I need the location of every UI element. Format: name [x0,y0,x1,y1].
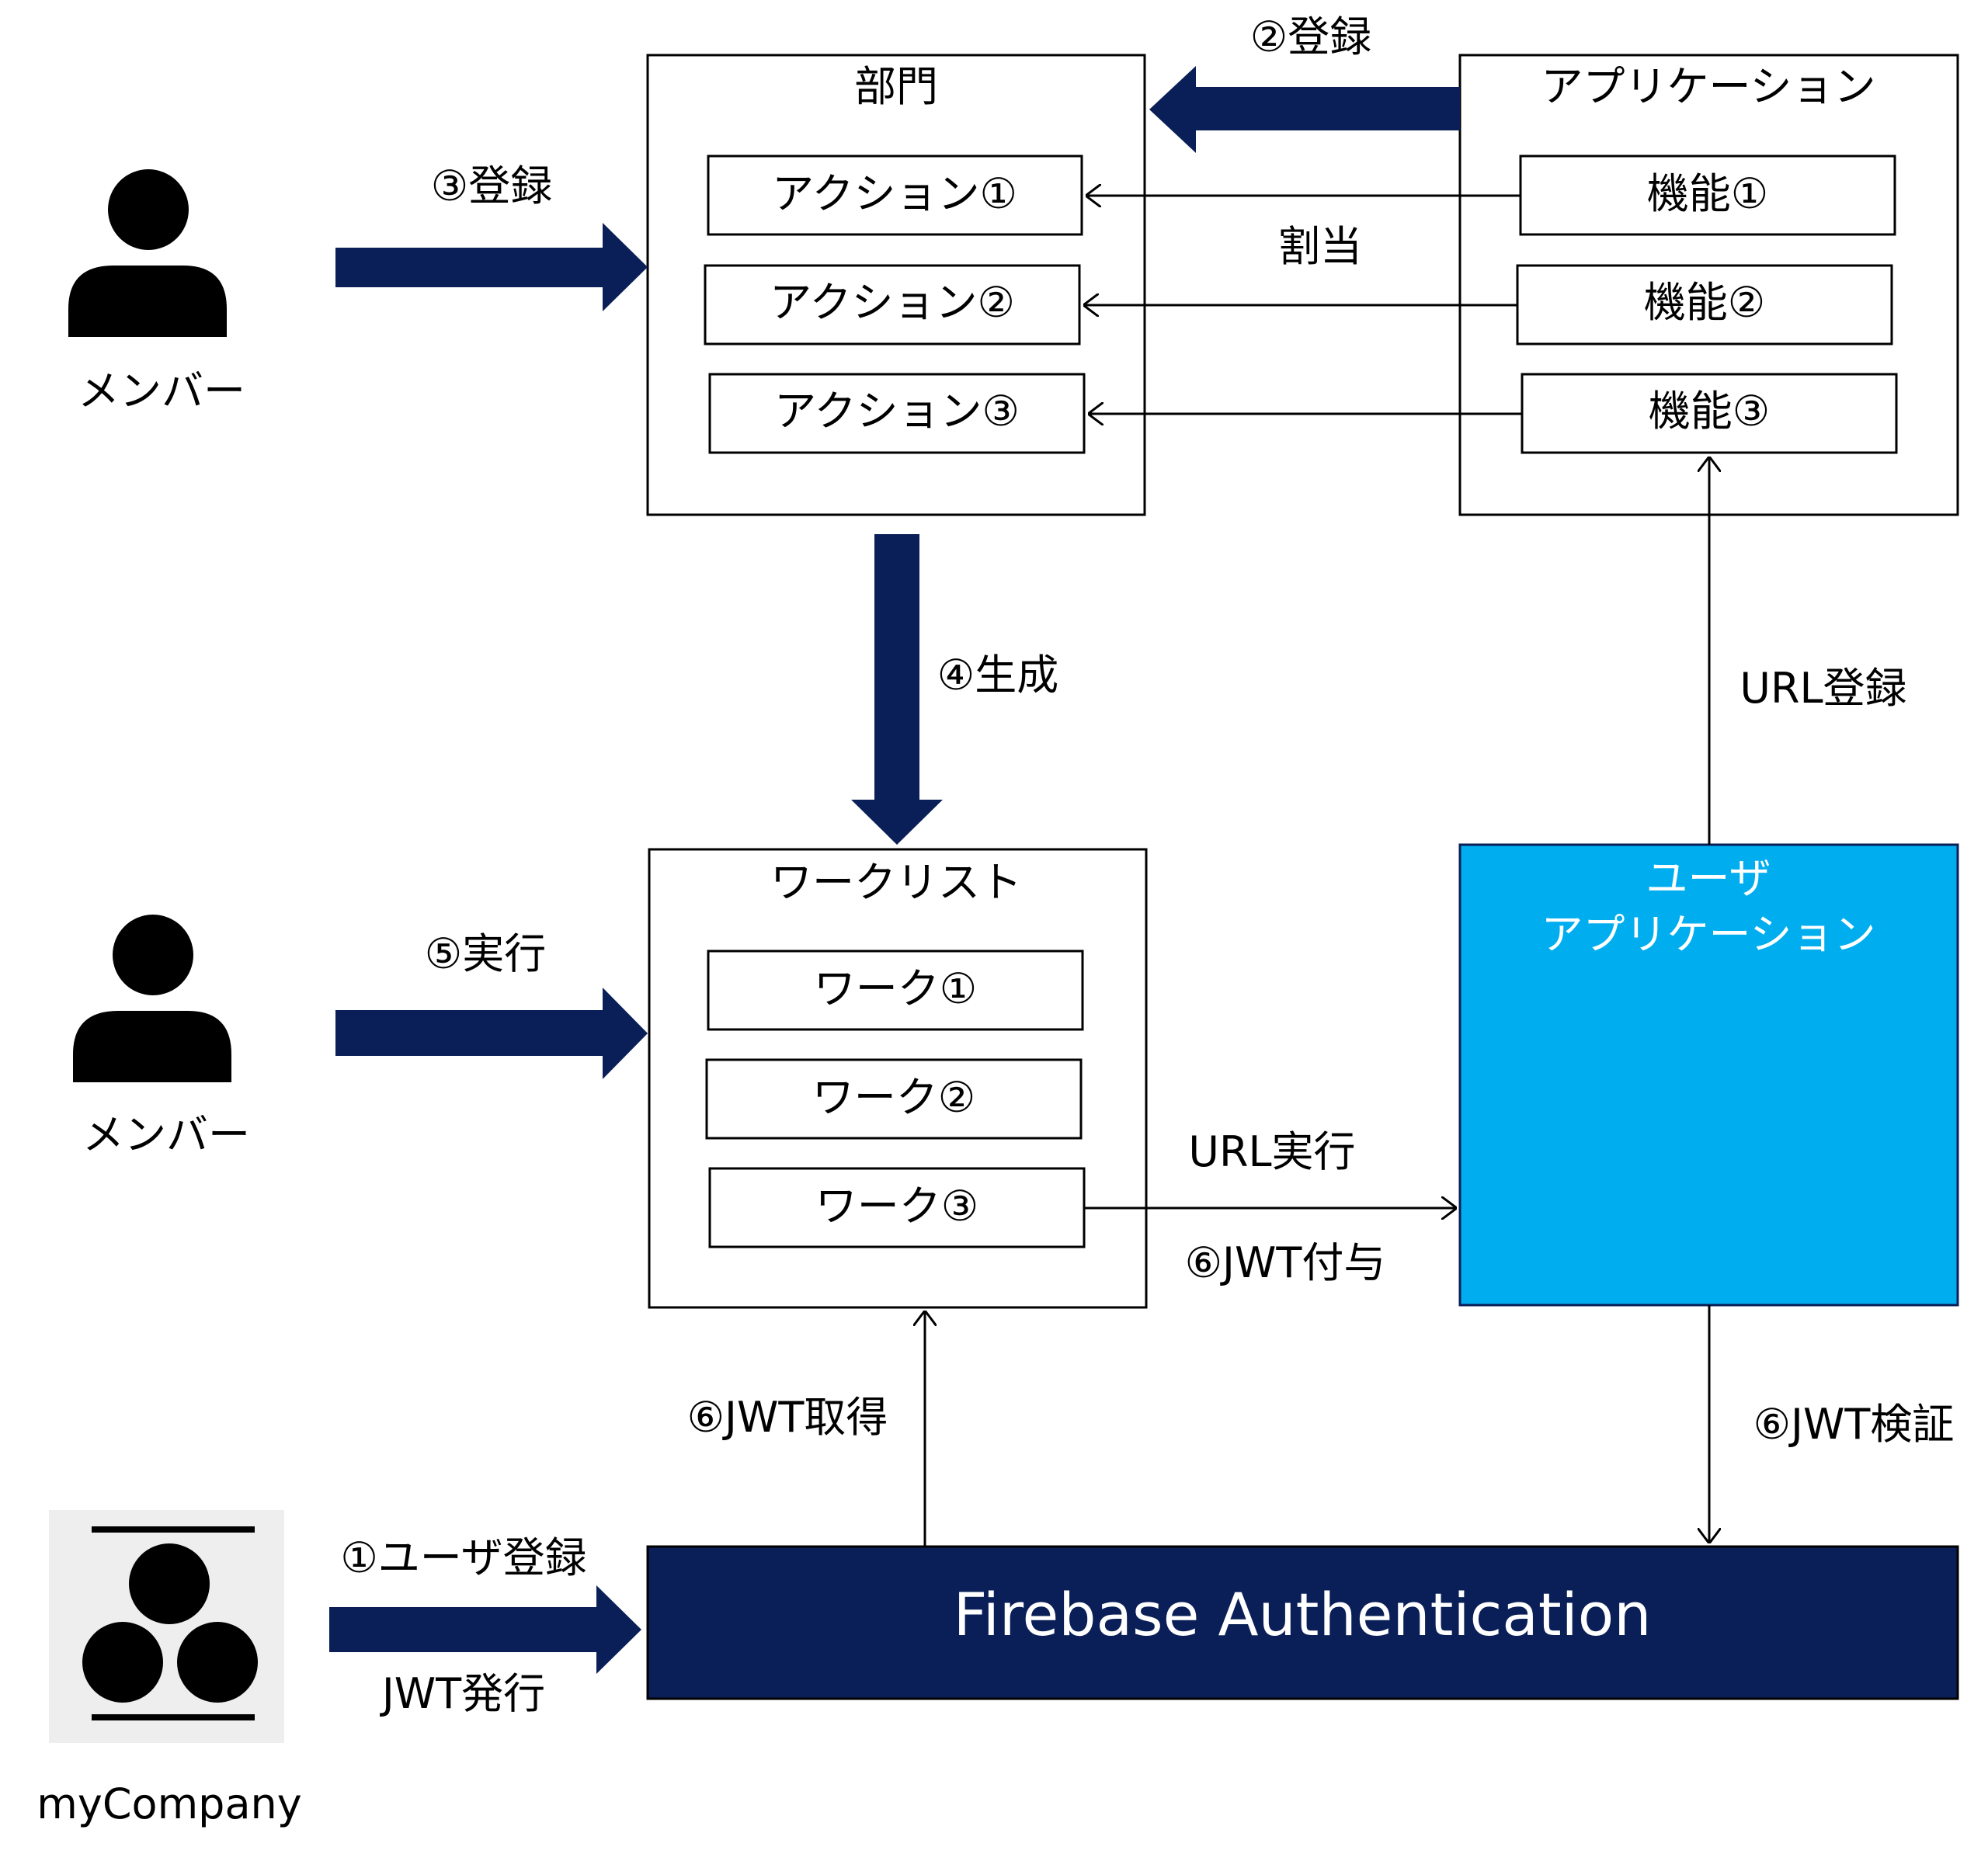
member-bottom: メンバー [73,915,250,1159]
member-bottom-label: メンバー [82,1110,250,1159]
label-jwt-attach: ⑥JWT付与 [1185,1238,1386,1287]
user-app-title-line2: アプリケーション [1541,910,1876,959]
label-execute: ⑤実行 [425,929,546,978]
function-item-1: 機能① [1519,154,1896,236]
work-label-2: ワーク② [812,1073,975,1122]
action-label-3: アクション③ [774,387,1020,436]
execute-arrow [335,988,648,1079]
department-box: 部門 アクション① アクション② アクション③ [646,54,1146,516]
label-generate: ④生成 [937,651,1058,700]
company-actor: myCompany [36,1510,302,1828]
user-application-box: ユーザ アプリケーション [1458,843,1959,1307]
label-jwt-verify: ⑥JWT検証 [1753,1400,1955,1449]
label-register-app: ②登録 [1250,12,1371,61]
register-member-arrow [335,223,648,311]
action-item-3: アクション③ [708,373,1086,454]
company-label: myCompany [36,1779,301,1828]
action-label-2: アクション② [770,278,1015,327]
application-title: アプリケーション [1541,62,1876,111]
work-label-3: ワーク③ [815,1182,978,1231]
action-label-1: アクション① [772,169,1017,218]
firebase-auth-title: Firebase Authentication [954,1580,1652,1649]
company-logo-icon [49,1510,284,1743]
worklist-box: ワークリスト ワーク① ワーク② ワーク③ [648,848,1148,1309]
firebase-auth-box: Firebase Authentication [646,1545,1959,1700]
user-register-arrow [329,1585,641,1674]
work-item-3: ワーク③ [708,1167,1086,1248]
register-app-arrow [1149,66,1460,153]
label-jwt-get: ⑥JWT取得 [687,1393,888,1442]
label-register-member: ③登録 [431,161,552,210]
work-label-1: ワーク① [814,964,977,1013]
function-label-2: 機能② [1644,278,1765,327]
generate-arrow [851,534,943,845]
member-top: メンバー [68,169,245,415]
function-label-1: 機能① [1647,169,1768,218]
label-jwt-issue: JWT発行 [380,1669,545,1718]
action-item-2: アクション② [704,264,1081,345]
label-url-register: URL登録 [1740,664,1906,713]
user-app-title-line1: ユーザ [1646,854,1771,903]
label-user-register: ①ユーザ登録 [340,1533,586,1582]
worklist-title: ワークリスト [770,858,1022,907]
application-box: アプリケーション 機能① 機能② 機能③ [1458,54,1959,516]
department-title: 部門 [854,62,938,111]
person-icon [68,169,227,337]
work-item-2: ワーク② [705,1058,1083,1140]
function-item-2: 機能② [1516,264,1893,345]
person-icon [73,915,231,1082]
label-assign: 割当 [1278,222,1362,271]
work-item-1: ワーク① [707,950,1084,1031]
function-item-3: 機能③ [1521,373,1898,454]
member-top-label: メンバー [78,366,245,415]
label-url-execute: URL実行 [1188,1127,1355,1176]
function-label-3: 機能③ [1649,387,1770,436]
action-item-1: アクション① [707,154,1083,236]
